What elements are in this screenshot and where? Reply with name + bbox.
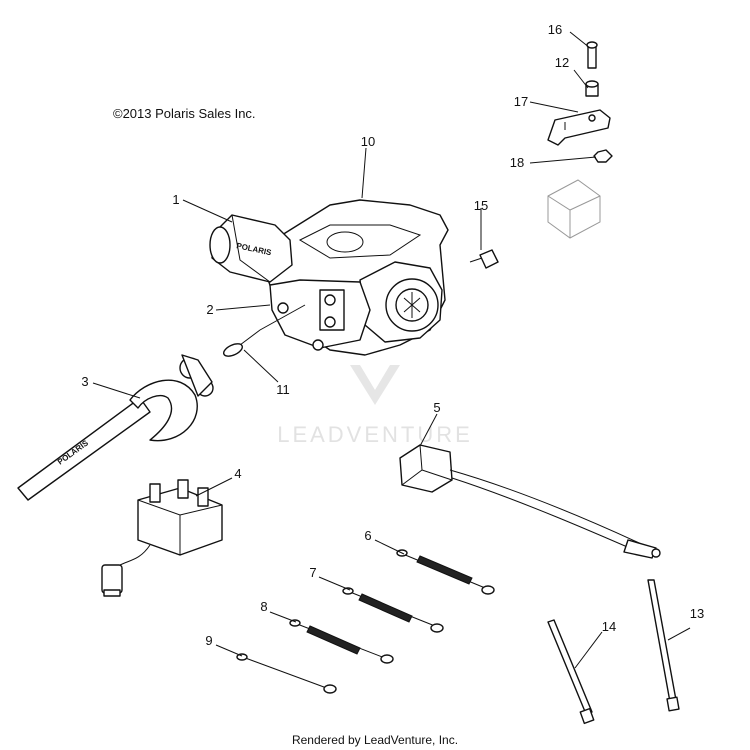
cable-tie-14 xyxy=(547,619,595,725)
callout-14: 14 xyxy=(602,619,616,634)
callout-12: 12 xyxy=(555,55,569,70)
callout-9: 9 xyxy=(205,633,212,648)
cable-tie-13 xyxy=(647,579,680,712)
cable-7 xyxy=(342,587,444,633)
cable-9 xyxy=(236,653,337,694)
callout-16: 16 xyxy=(548,22,562,37)
hook-strap: POLARIS xyxy=(17,354,214,501)
cable-8 xyxy=(289,619,394,664)
winch-assembly: POLARIS xyxy=(209,199,449,356)
callout-17: 17 xyxy=(514,94,528,109)
callout-2: 2 xyxy=(206,302,213,317)
bolt-15 xyxy=(469,249,499,269)
copyright-text: ©2013 Polaris Sales Inc. xyxy=(113,106,256,121)
footer-text: Rendered by LeadVenture, Inc. xyxy=(291,733,459,747)
cable-loop xyxy=(222,304,306,357)
bracket-17 xyxy=(547,109,611,146)
callout-4: 4 xyxy=(234,466,241,481)
switch-harness xyxy=(399,444,661,559)
callout-7: 7 xyxy=(309,565,316,580)
callout-13: 13 xyxy=(690,606,704,621)
callouts: 1 2 3 4 5 6 7 8 9 10 11 12 13 14 15 16 1… xyxy=(81,22,704,669)
cable-6 xyxy=(396,549,495,595)
spacer-12 xyxy=(585,80,599,97)
nut-18 xyxy=(593,149,613,163)
callout-6: 6 xyxy=(364,528,371,543)
callout-18: 18 xyxy=(510,155,524,170)
screw-16 xyxy=(586,41,598,69)
callout-3: 3 xyxy=(81,374,88,389)
watermark-text: LEADVENTURE xyxy=(277,422,473,447)
watermark: LEADVENTURE xyxy=(277,365,473,447)
callout-11: 11 xyxy=(276,382,290,397)
packaging-box xyxy=(547,179,601,239)
callout-10: 10 xyxy=(361,134,375,149)
callout-15: 15 xyxy=(474,198,488,213)
callout-5: 5 xyxy=(433,400,440,415)
contactor xyxy=(101,479,223,597)
callout-8: 8 xyxy=(260,599,267,614)
callout-1: 1 xyxy=(172,192,179,207)
